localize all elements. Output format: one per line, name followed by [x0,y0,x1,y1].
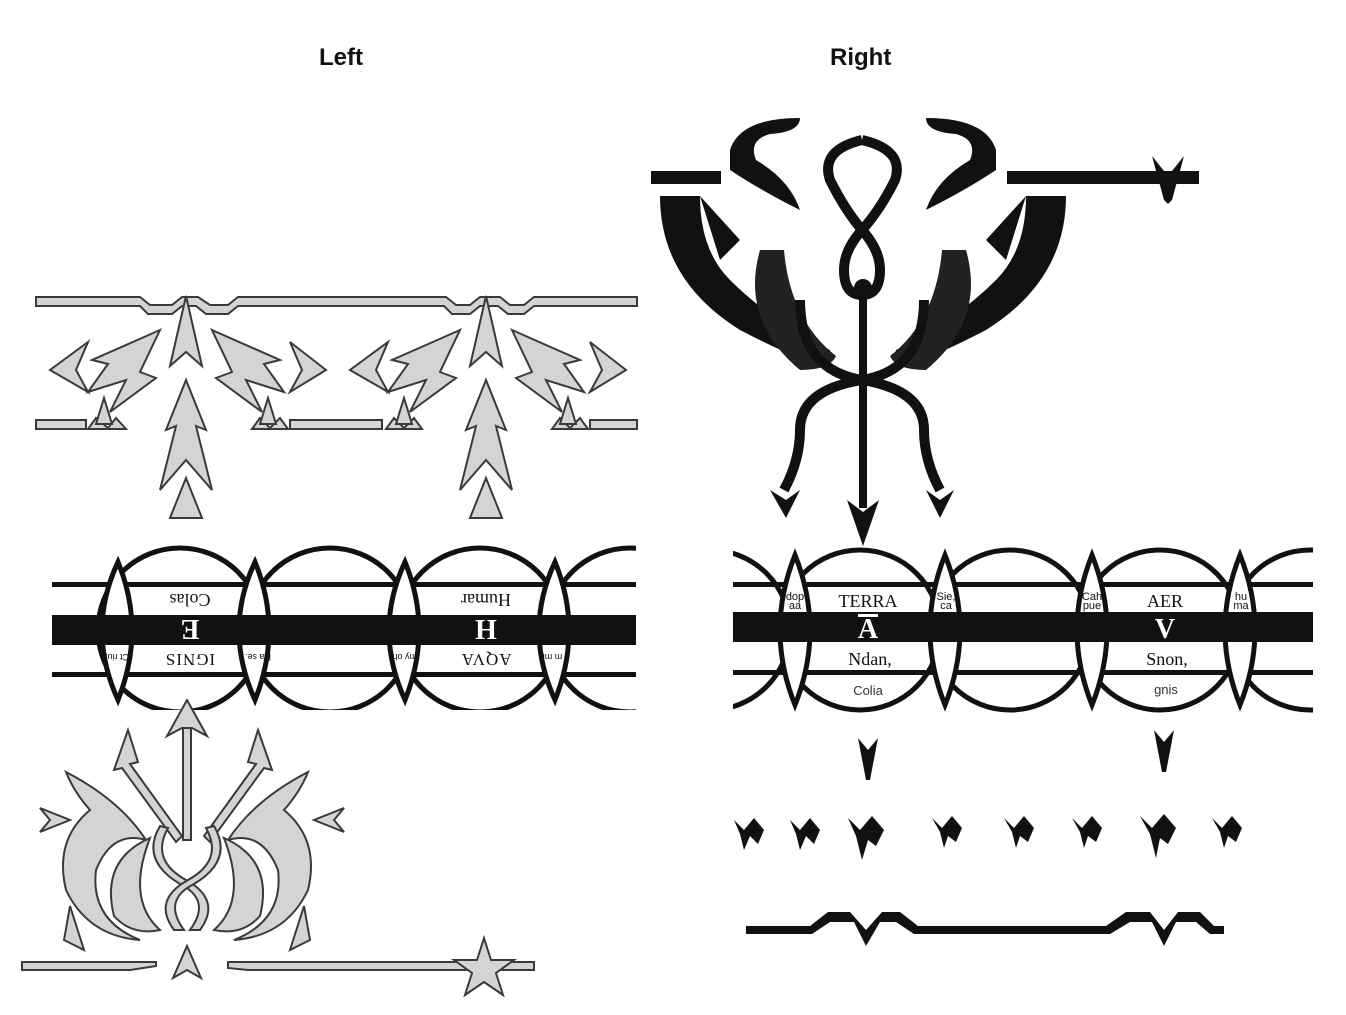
right-cell-top-word-1: TERRA [838,591,897,611]
right-cell-top-word-2: AER [1147,591,1183,611]
left-lens-label-1: Ct rius [103,652,130,662]
armband-motif-1 [48,295,328,519]
left-caduceus-icon [21,697,535,998]
right-bottom-armband [734,730,1242,946]
left-lens-label-2: Ra se. [245,652,271,662]
right-cell-bottom-word-1: Colia [853,683,883,698]
right-lens-label-3a: Cah [1082,591,1102,603]
right-lens-label-1a: dop [786,591,804,603]
left-lens-label-4: m mr [542,652,563,662]
star-icon [450,934,518,998]
right-lens-label-3b: pue [1083,600,1101,612]
right-lens-label-2b: ca [940,600,953,612]
arrow-chevron-icon [1152,156,1184,204]
right-cell-middle-word-2: Snon, [1146,649,1188,669]
chevron-row [734,814,1242,860]
right-caduceus-icon [651,118,1199,546]
left-ring-band: E Colas IGNIS H Humar AQVA Ct rius Ra se… [52,545,636,710]
right-lens-label-1b: aa [789,600,802,612]
left-cell-letter-1: E [181,613,200,644]
right-cell-bottom-word-2: gnis [1154,682,1178,697]
right-lens-label-4b: ma [1233,600,1249,612]
left-cell-top-word-1: Colas [169,590,210,610]
left-column-title: Left [319,44,363,71]
right-ring-band: TERRA A Ndan, Colia AER V Snon, gnis dop… [733,547,1313,713]
armband-motif-2 [348,295,628,519]
left-cell-bottom-word-1: IGNIS [165,650,215,669]
right-cell-letter-2: V [1155,614,1175,645]
left-cell-top-word-2: Humar [461,590,511,610]
left-lens-label-3: fmy oh [392,652,419,662]
right-cell-middle-word-1: Ndan, [848,649,892,669]
right-lens-label-2a: Sie, [937,591,956,603]
left-top-armband [35,295,638,519]
right-column-title: Right [830,44,892,71]
left-cell-bottom-word-2: AQVA [461,650,512,669]
right-lens-label-4a: hu [1235,591,1247,603]
right-cell-letter-1: A [858,614,879,645]
left-cell-letter-2: H [475,613,497,644]
